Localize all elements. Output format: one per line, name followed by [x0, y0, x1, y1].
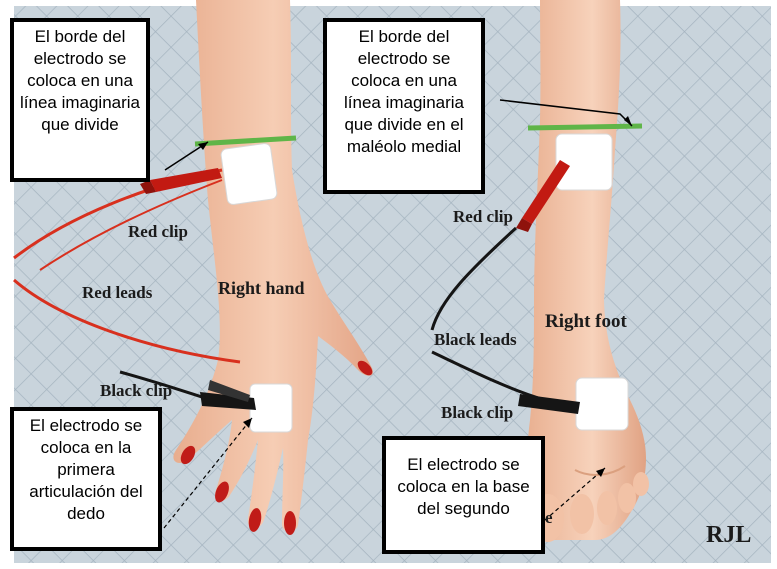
callout-ankle-edge: El borde del electrodo se coloca en una …	[323, 18, 485, 194]
finger-electrode-pad	[250, 384, 292, 432]
label-black-clip-foot: Black clip	[441, 403, 513, 422]
nail-polish	[284, 511, 296, 535]
label-black-clip-hand: Black clip	[100, 381, 172, 400]
toe	[618, 483, 636, 513]
label-black-leads: Black leads	[434, 330, 517, 349]
ankle-marker-line	[528, 126, 642, 128]
wrist-electrode-pad	[220, 143, 277, 205]
callout-wrist-edge: El borde del electrodo se coloca en una …	[10, 18, 150, 182]
label-red-clip-hand: Red clip	[128, 222, 188, 241]
callout-text: El borde del electrodo se coloca en una …	[14, 22, 146, 136]
ankle-electrode-pad	[556, 134, 612, 190]
toe	[597, 491, 617, 525]
toe	[633, 472, 649, 496]
toe-electrode-pad	[576, 378, 628, 430]
label-partial-e: e	[545, 508, 553, 527]
callout-text: El borde del electrodo se coloca en una …	[327, 22, 481, 158]
toe	[570, 494, 594, 534]
label-right-foot: Right foot	[545, 311, 627, 332]
signature: RJL	[706, 522, 751, 548]
callout-text: El electrodo se coloca en la base del se…	[386, 440, 541, 520]
callout-text: El electrodo se coloca en la primera art…	[14, 411, 158, 525]
label-red-clip-foot: Red clip	[453, 207, 513, 226]
callout-toe-electrode: El electrodo se coloca en la base del se…	[382, 436, 545, 554]
callout-finger-electrode: El electrodo se coloca en la primera art…	[10, 407, 162, 551]
label-right-hand: Right hand	[218, 278, 305, 298]
label-red-leads: Red leads	[82, 283, 153, 302]
